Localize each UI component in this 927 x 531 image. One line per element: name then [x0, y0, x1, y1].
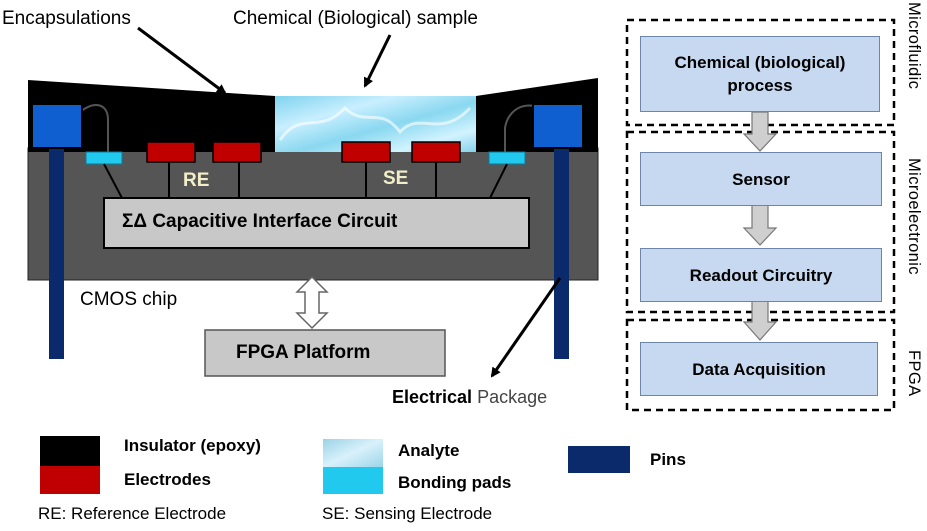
flow-box-readout: Readout Circuitry	[640, 248, 882, 302]
bond-wire-left	[79, 104, 109, 153]
package-arrow	[490, 277, 562, 378]
re-label: RE	[183, 170, 210, 191]
domain-label-fpga: FPGA	[905, 350, 923, 397]
legend-label-electrodes: Electrodes	[124, 470, 211, 489]
sample-arrow	[363, 34, 392, 88]
bidirectional-arrow	[295, 275, 329, 330]
legend-label-pins: Pins	[650, 450, 686, 469]
electrode-se-1	[341, 141, 391, 163]
fpga-platform-box	[204, 329, 446, 377]
legend-label-bonding: Bonding pads	[398, 473, 512, 492]
interface-circuit-box	[103, 197, 530, 249]
legend-label-insulator: Insulator (epoxy)	[124, 436, 261, 455]
legend-swatch-electrodes	[40, 466, 100, 494]
flow-arrow-2	[742, 203, 778, 246]
sample-label: Chemical (Biological) sample	[233, 8, 478, 29]
flow-box-chemical-process: Chemical (biological) process	[640, 36, 880, 112]
legend-swatch-bonding	[323, 467, 383, 494]
flow-arrow-3	[742, 299, 778, 341]
fpga-platform-label: FPGA Platform	[236, 342, 371, 363]
bonding-pad-right	[488, 151, 526, 165]
pin-left	[49, 148, 64, 359]
electrical-package-label: Electrical Package	[392, 387, 547, 408]
legend-swatch-analyte	[323, 439, 383, 467]
encapsulations-label: Encapsulations	[2, 8, 131, 29]
pin-cap-left	[31, 103, 83, 149]
domain-label-microelectronic: Microelectronic	[905, 158, 923, 275]
legend-label-se-definition: SE: Sensing Electrode	[322, 504, 493, 523]
encapsulations-arrow	[137, 26, 227, 95]
legend-label-analyte: Analyte	[398, 441, 460, 460]
pin-right	[554, 148, 569, 359]
encapsulation-left	[28, 80, 275, 152]
flow-box-data-acquisition: Data Acquisition	[640, 342, 878, 396]
pin-cap-right	[532, 103, 584, 149]
legend-swatch-pins	[568, 446, 630, 473]
legend-swatch-insulator	[40, 436, 100, 466]
connection-lines	[103, 162, 508, 199]
package-word: Package	[477, 387, 548, 407]
interface-circuit-label: ΣΔ Capacitive Interface Circuit	[122, 211, 398, 232]
electrode-se-2	[411, 141, 461, 163]
analyte-texture	[278, 105, 472, 141]
flow-arrow-1	[742, 111, 778, 152]
cmos-chip-label: CMOS chip	[80, 289, 178, 310]
electrical-word: Electrical	[392, 387, 473, 407]
domain-label-microfluidic: Microfluidic	[905, 2, 923, 90]
electrode-re-1	[146, 141, 196, 163]
flow-box-sensor: Sensor	[640, 152, 882, 206]
bonding-pad-left	[85, 151, 123, 165]
legend-label-re-definition: RE: Reference Electrode	[38, 504, 227, 523]
se-label: SE	[383, 168, 409, 189]
electrode-re-2	[212, 141, 262, 163]
